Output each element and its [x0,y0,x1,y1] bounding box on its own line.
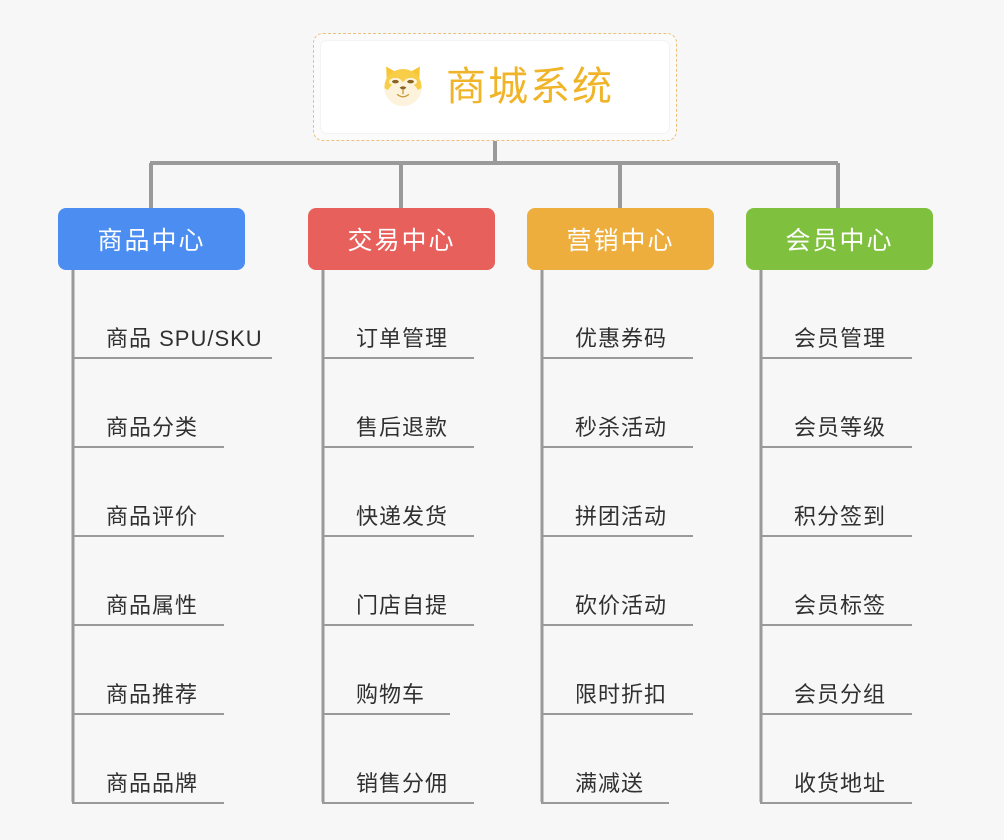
shiba-dog-icon [376,58,430,117]
category-header-member-center[interactable]: 会员中心 [746,208,933,270]
leaf-item[interactable]: 秒杀活动 [527,359,714,448]
column-trade-center: 交易中心订单管理售后退款快递发货门店自提购物车销售分佣 [308,208,495,804]
column-marketing-center: 营销中心优惠券码秒杀活动拼团活动砍价活动限时折扣满减送 [527,208,714,804]
category-header-label: 商品中心 [97,227,206,255]
leaf-item-label: 会员分组 [794,682,887,707]
leaf-item-label: 会员标签 [794,593,887,618]
leaf-item[interactable]: 门店自提 [308,537,495,626]
leaf-item[interactable]: 优惠券码 [527,270,714,359]
leaf-item[interactable]: 限时折扣 [527,626,714,715]
leaf-item[interactable]: 商品分类 [58,359,245,448]
leaf-underline [760,535,912,537]
leaf-underline [72,713,224,715]
leaf-item-label: 积分签到 [794,504,887,529]
leaf-item-label: 限时折扣 [575,682,668,707]
leaf-underline [322,624,474,626]
leaf-item-label: 拼团活动 [575,504,668,529]
leaf-item-label: 商品评价 [106,504,199,529]
leaf-item-label: 砍价活动 [575,593,668,618]
leaf-list-marketing-center: 优惠券码秒杀活动拼团活动砍价活动限时折扣满减送 [527,270,714,804]
leaf-item-label: 会员等级 [794,415,887,440]
leaf-item-label: 收货地址 [794,771,887,796]
category-header-marketing-center[interactable]: 营销中心 [527,208,714,270]
leaf-underline [72,446,224,448]
leaf-item-label: 购物车 [356,682,426,707]
root-node[interactable]: 商城系统 [313,33,677,141]
category-header-label: 交易中心 [347,227,456,255]
column-product-center: 商品中心商品 SPU/SKU 商品分类商品评价商品属性商品推荐商品品牌 [58,208,272,804]
leaf-underline [760,624,912,626]
leaf-underline [760,357,912,359]
leaf-item[interactable]: 商品 SPU/SKU [58,270,272,359]
leaf-item[interactable]: 满减送 [527,715,714,804]
leaf-underline [72,624,224,626]
leaf-item[interactable]: 购物车 [308,626,495,715]
leaf-item-label: 订单管理 [356,326,449,351]
leaf-item[interactable]: 拼团活动 [527,448,714,537]
leaf-item[interactable]: 砍价活动 [527,537,714,626]
leaf-underline [322,357,474,359]
leaf-underline [541,713,693,715]
leaf-item-label: 满减送 [575,771,645,796]
leaf-underline [322,713,450,715]
leaf-item-label: 商品属性 [106,593,199,618]
leaf-underline [322,535,474,537]
leaf-item-label: 门店自提 [356,593,449,618]
leaf-underline [541,624,693,626]
leaf-item[interactable]: 会员管理 [746,270,933,359]
leaf-item-label: 会员管理 [794,326,887,351]
leaf-underline [541,357,693,359]
leaf-list-product-center: 商品 SPU/SKU 商品分类商品评价商品属性商品推荐商品品牌 [58,270,272,804]
leaf-item-label: 销售分佣 [356,771,449,796]
leaf-list-trade-center: 订单管理售后退款快递发货门店自提购物车销售分佣 [308,270,495,804]
category-header-label: 营销中心 [566,227,675,255]
leaf-item[interactable]: 商品品牌 [58,715,245,804]
leaf-underline [760,713,912,715]
leaf-underline [541,802,669,804]
root-node-inner: 商城系统 [321,41,669,133]
leaf-underline [72,802,224,804]
leaf-item[interactable]: 商品评价 [58,448,245,537]
leaf-underline [72,357,272,359]
leaf-item-label: 优惠券码 [575,326,668,351]
leaf-underline [72,535,224,537]
leaf-item[interactable]: 会员分组 [746,626,933,715]
category-header-trade-center[interactable]: 交易中心 [308,208,495,270]
category-header-label: 会员中心 [785,227,894,255]
leaf-item[interactable]: 商品属性 [58,537,245,626]
leaf-item-label: 快递发货 [356,504,449,529]
category-header-product-center[interactable]: 商品中心 [58,208,245,270]
leaf-item-label: 售后退款 [356,415,449,440]
leaf-underline [760,446,912,448]
leaf-item-label: 商品品牌 [106,771,199,796]
root-title: 商城系统 [446,65,614,109]
leaf-item[interactable]: 会员标签 [746,537,933,626]
leaf-item[interactable]: 商品推荐 [58,626,245,715]
leaf-underline [322,446,474,448]
leaf-item[interactable]: 快递发货 [308,448,495,537]
leaf-item-label: 商品推荐 [106,682,199,707]
leaf-underline [760,802,912,804]
leaf-item[interactable]: 积分签到 [746,448,933,537]
leaf-item[interactable]: 售后退款 [308,359,495,448]
leaf-underline [541,446,693,448]
leaf-underline [322,802,474,804]
leaf-item-label: 商品 SPU/SKU [106,326,263,351]
column-member-center: 会员中心会员管理会员等级积分签到会员标签会员分组收货地址 [746,208,933,804]
leaf-item-label: 商品分类 [106,415,199,440]
leaf-underline [541,535,693,537]
leaf-item-label: 秒杀活动 [575,415,668,440]
leaf-item[interactable]: 收货地址 [746,715,933,804]
leaf-list-member-center: 会员管理会员等级积分签到会员标签会员分组收货地址 [746,270,933,804]
leaf-item[interactable]: 销售分佣 [308,715,495,804]
leaf-item[interactable]: 会员等级 [746,359,933,448]
leaf-item[interactable]: 订单管理 [308,270,495,359]
